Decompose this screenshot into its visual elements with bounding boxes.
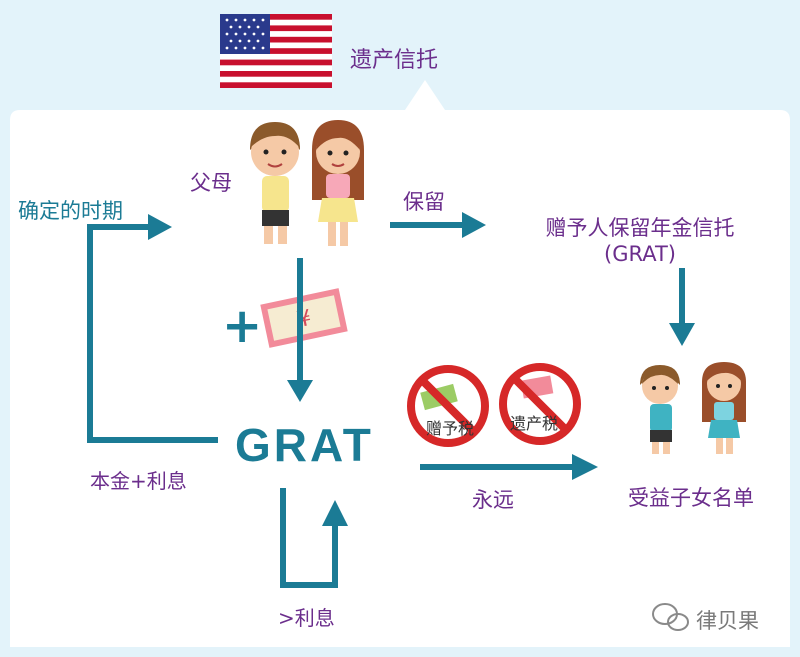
white-panel xyxy=(10,80,790,647)
brand-name: 律贝果 xyxy=(696,605,759,635)
grat-center-label: GRAT xyxy=(235,418,374,472)
title-label: 遗产信托 xyxy=(350,42,438,74)
estate-tax-label: 遗产税 xyxy=(510,410,558,434)
grat-name-label: 赠予人保留年金信托 xyxy=(520,212,760,242)
gift-tax-label: 赠予税 xyxy=(426,415,474,439)
parents-label: 父母 xyxy=(190,167,232,197)
retain-label: 保留 xyxy=(403,186,445,216)
grat-abbr-label: (GRAT) xyxy=(520,242,760,266)
beneficiaries-label: 受益子女名单 xyxy=(628,482,754,512)
fixed-period-label: 确定的时期 xyxy=(18,195,123,225)
plus-sign: + xyxy=(222,298,262,354)
excess-interest-label: >利息 xyxy=(278,602,335,631)
forever-label: 永远 xyxy=(472,484,514,514)
us-flag-icon xyxy=(220,14,332,88)
principal-interest-label: 本金+利息 xyxy=(90,465,187,494)
